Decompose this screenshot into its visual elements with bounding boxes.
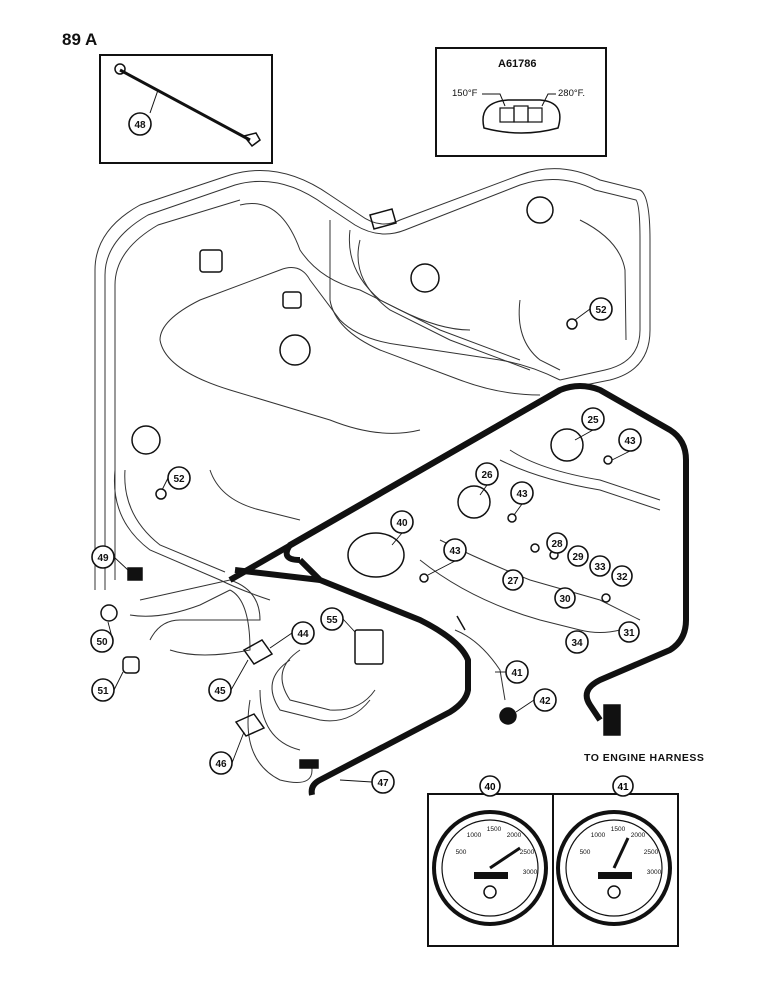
- temperature-inset: [435, 47, 607, 157]
- gauge40-tick-500: 500: [456, 849, 467, 856]
- thin-harness: [94, 168, 661, 783]
- gauge41-tick-1000: 1000: [591, 832, 606, 839]
- gauge41-tick-1500: 1500: [611, 826, 626, 833]
- callout-25: 25: [587, 415, 599, 426]
- callout-43c: 43: [449, 546, 461, 557]
- main-harness: [228, 383, 689, 796]
- cable-inset: [99, 54, 273, 164]
- callout-40: 40: [396, 518, 408, 529]
- gauge41-tick-500: 500: [580, 849, 591, 856]
- callout-33: 33: [594, 562, 606, 573]
- high-temp-label: 280°F.: [558, 88, 586, 99]
- callout-34: 34: [571, 638, 583, 649]
- gauge40-tick-2000: 2000: [507, 832, 522, 839]
- callout-47: 47: [377, 778, 389, 789]
- callout-44: 44: [297, 629, 309, 640]
- gauge40-tick-2500: 2500: [520, 849, 535, 856]
- callout-45: 45: [214, 686, 226, 697]
- gauge-insets: 40 41 500 1000 1500 2000 2500 3000 500 1…: [427, 775, 679, 947]
- callout-circles: [90, 112, 642, 794]
- callout-30: 30: [559, 594, 571, 605]
- callout-51: 51: [97, 686, 109, 697]
- gauge40-tick-3000: 3000: [523, 869, 538, 876]
- callout-26: 26: [481, 470, 493, 481]
- callout-31: 31: [623, 628, 635, 639]
- callout-29: 29: [572, 552, 584, 563]
- callout-43b: 43: [516, 489, 528, 500]
- callout-32: 32: [616, 572, 628, 583]
- callout-43a: 43: [624, 436, 636, 447]
- callout-41: 41: [511, 668, 523, 679]
- gauge41-tick-3000: 3000: [647, 869, 662, 876]
- engine-harness-label: TO ENGINE HARNESS: [584, 752, 705, 764]
- gauge41-tick-2500: 2500: [644, 849, 659, 856]
- gauge-callout-41: 41: [617, 782, 629, 793]
- callout-50: 50: [96, 637, 108, 648]
- temperature-inset-code: A61786: [498, 58, 537, 70]
- gauge40-tick-1000: 1000: [467, 832, 482, 839]
- callout-46: 46: [215, 759, 227, 770]
- callout-55: 55: [326, 615, 338, 626]
- gauge40-tick-1500: 1500: [487, 826, 502, 833]
- callout-27: 27: [507, 576, 519, 587]
- gauge41-tick-2000: 2000: [631, 832, 646, 839]
- leader-lines: [107, 308, 631, 783]
- callout-28: 28: [551, 539, 563, 550]
- callout-52b: 52: [173, 474, 185, 485]
- callout-42: 42: [539, 696, 551, 707]
- callout-48: 48: [134, 120, 146, 131]
- callout-52a: 52: [595, 305, 607, 316]
- low-temp-label: 150°F: [452, 88, 478, 99]
- callout-labels: 48 52 25 43 26 43 52 40 43 28 29 33 32 2…: [96, 120, 636, 789]
- callout-49: 49: [97, 553, 109, 564]
- components: [100, 196, 621, 769]
- page-number: 89 A: [62, 30, 98, 49]
- gauge-callout-40: 40: [484, 782, 496, 793]
